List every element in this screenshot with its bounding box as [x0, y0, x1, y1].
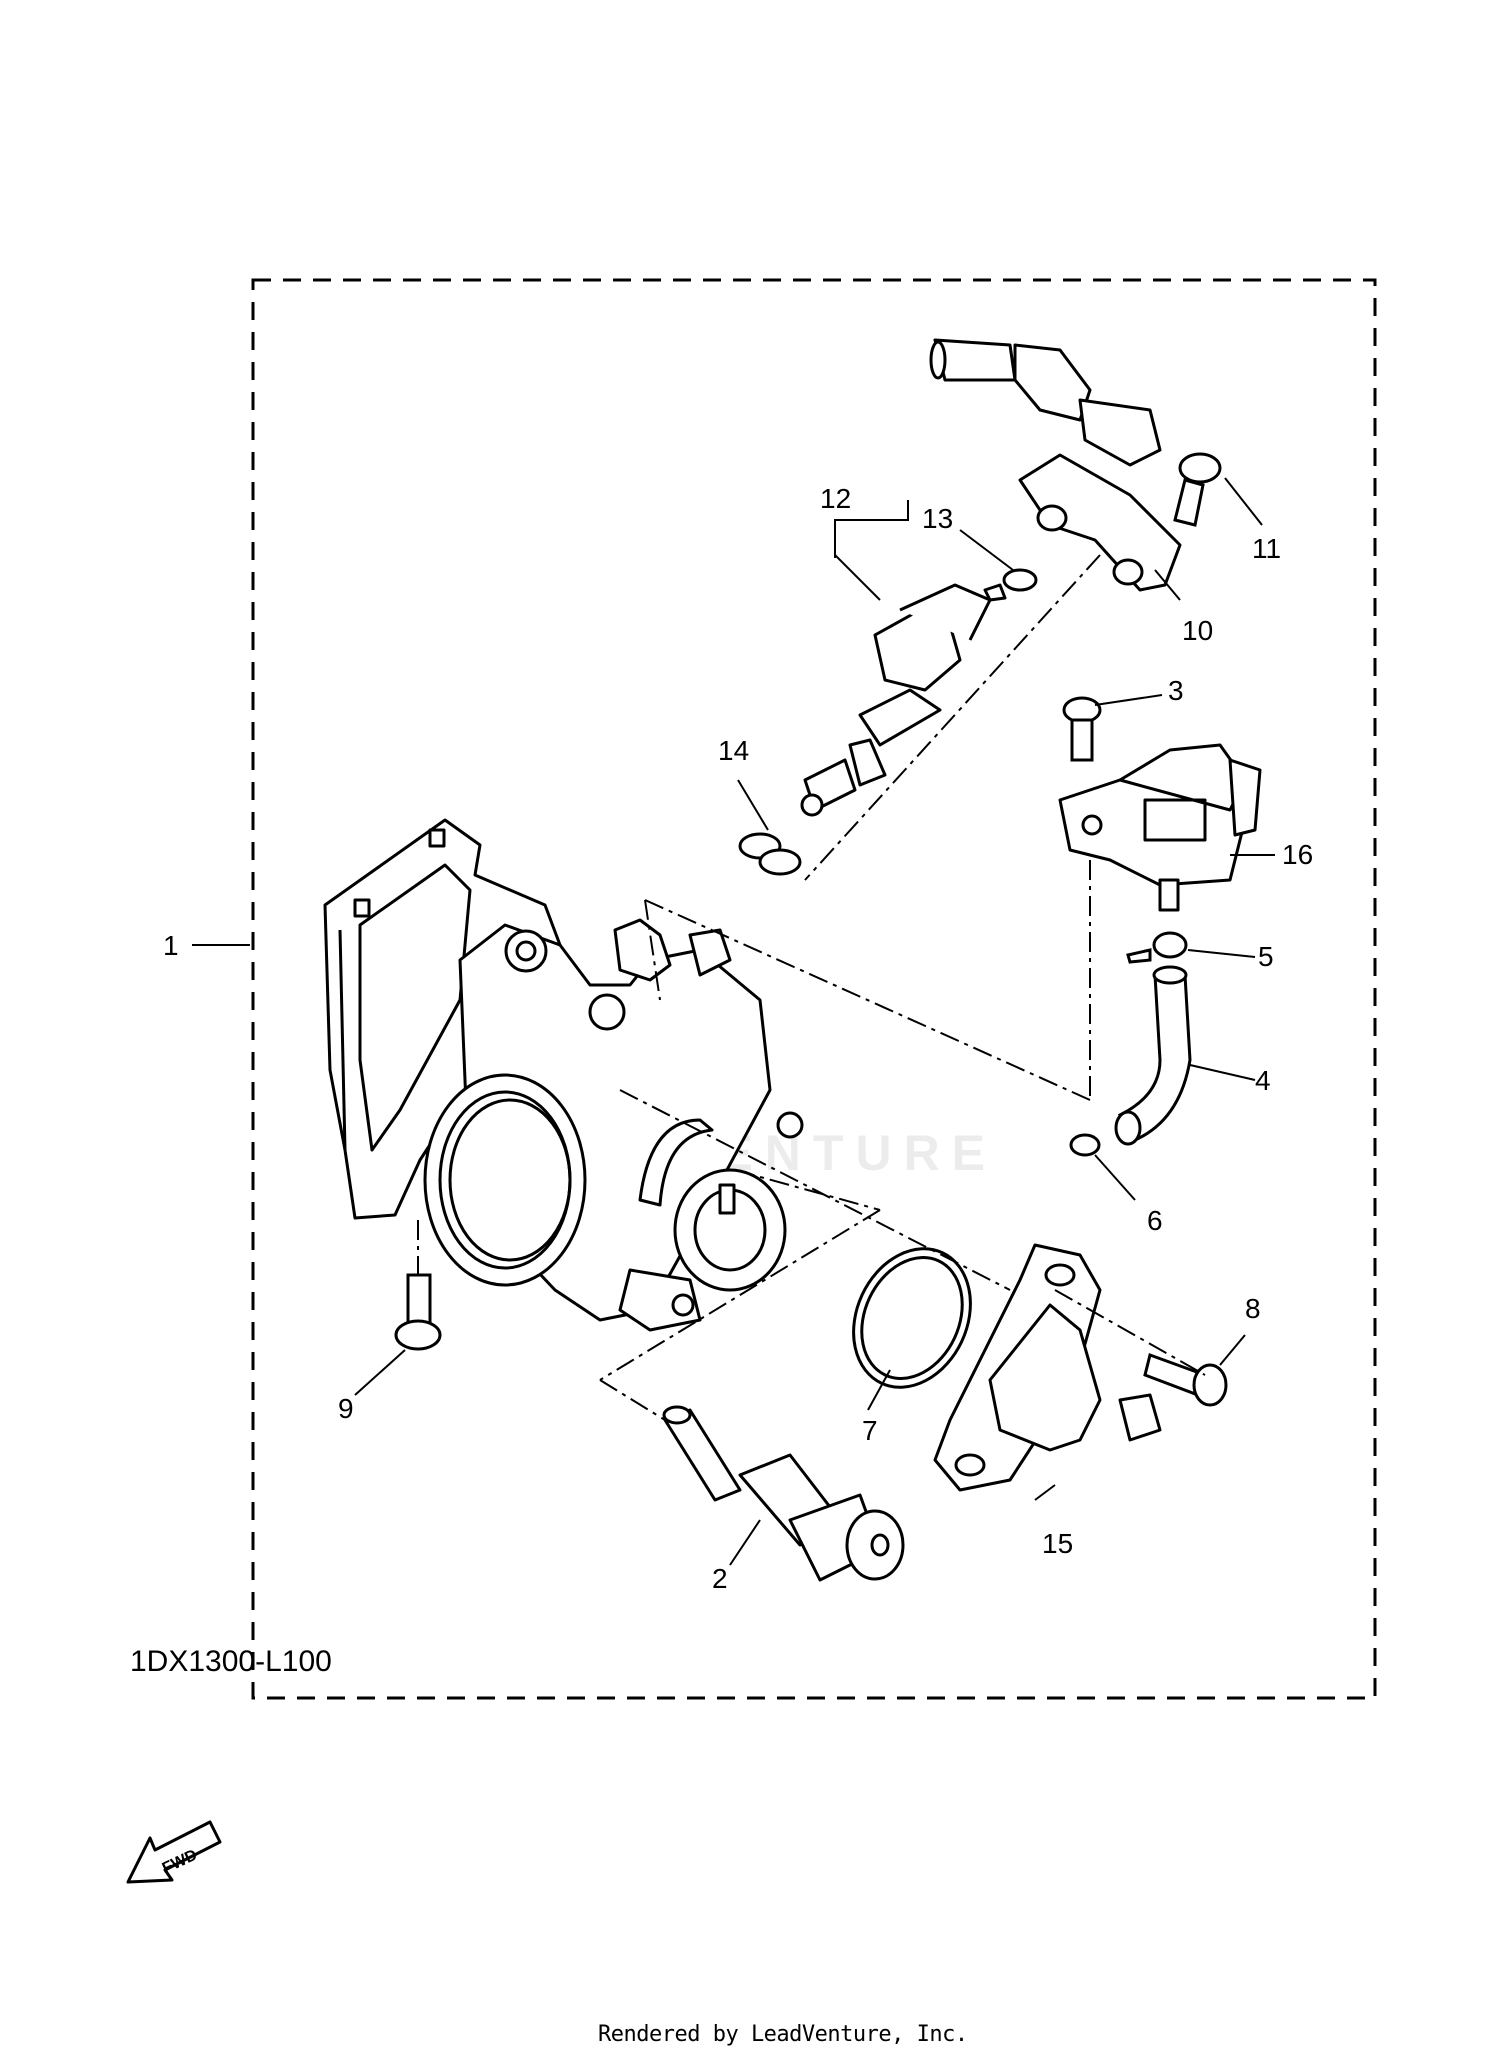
callout-6: 6: [1147, 1205, 1163, 1236]
sensor-screw-3: [1062, 696, 1102, 762]
drawing-code: 1DX1300-L100: [130, 1645, 332, 1678]
leader-lines: [192, 477, 1275, 1566]
callout-13: 13: [922, 503, 953, 534]
callout-15: 15: [1042, 1528, 1073, 1559]
callout-16: 16: [1282, 839, 1313, 870]
bolt-9: [394, 1273, 442, 1351]
idle-screw-2: [662, 1405, 905, 1582]
assembly-lines: [417, 554, 1206, 1421]
callout-14: 14: [718, 735, 749, 766]
callout-5: 5: [1258, 941, 1274, 972]
pipe-bolt-11: [1173, 452, 1222, 527]
hose-4: [1114, 965, 1192, 1146]
fuel-injector: [800, 583, 1007, 817]
assembly-boundary: [251, 278, 1377, 1700]
callout-4: 4: [1255, 1065, 1271, 1096]
callout-12: 12: [820, 483, 851, 514]
clip-6: [1069, 1133, 1101, 1157]
fuel-pipe: [929, 338, 1182, 592]
injector-seal-14: [738, 832, 802, 876]
callout-2: 2: [712, 1563, 728, 1594]
callout-3: 3: [1168, 675, 1184, 706]
oring-7: [852, 1247, 972, 1389]
render-credit: Rendered by LeadVenture, Inc.: [598, 2022, 968, 2047]
callout-labels: 1 2 3 4 5 6 7 8 9 10 11 12 13 14 15 16: [163, 483, 1313, 1594]
throttle-body: [323, 818, 804, 1332]
hose-clip-5: [1126, 931, 1188, 964]
callout-9: 9: [338, 1393, 354, 1424]
pressure-sensor: [1058, 743, 1262, 912]
callout-11: 11: [1252, 533, 1281, 564]
sensor-screw-8: [1143, 1353, 1228, 1407]
callout-7: 7: [862, 1415, 878, 1446]
fwd-arrow-icon: FWD: [126, 1820, 222, 1884]
callout-8: 8: [1245, 1293, 1261, 1324]
callout-10: 10: [1182, 615, 1213, 646]
throttle-position-sensor: [933, 1243, 1162, 1492]
callout-1: 1: [163, 930, 179, 961]
injector-oring-13: [1002, 568, 1038, 592]
